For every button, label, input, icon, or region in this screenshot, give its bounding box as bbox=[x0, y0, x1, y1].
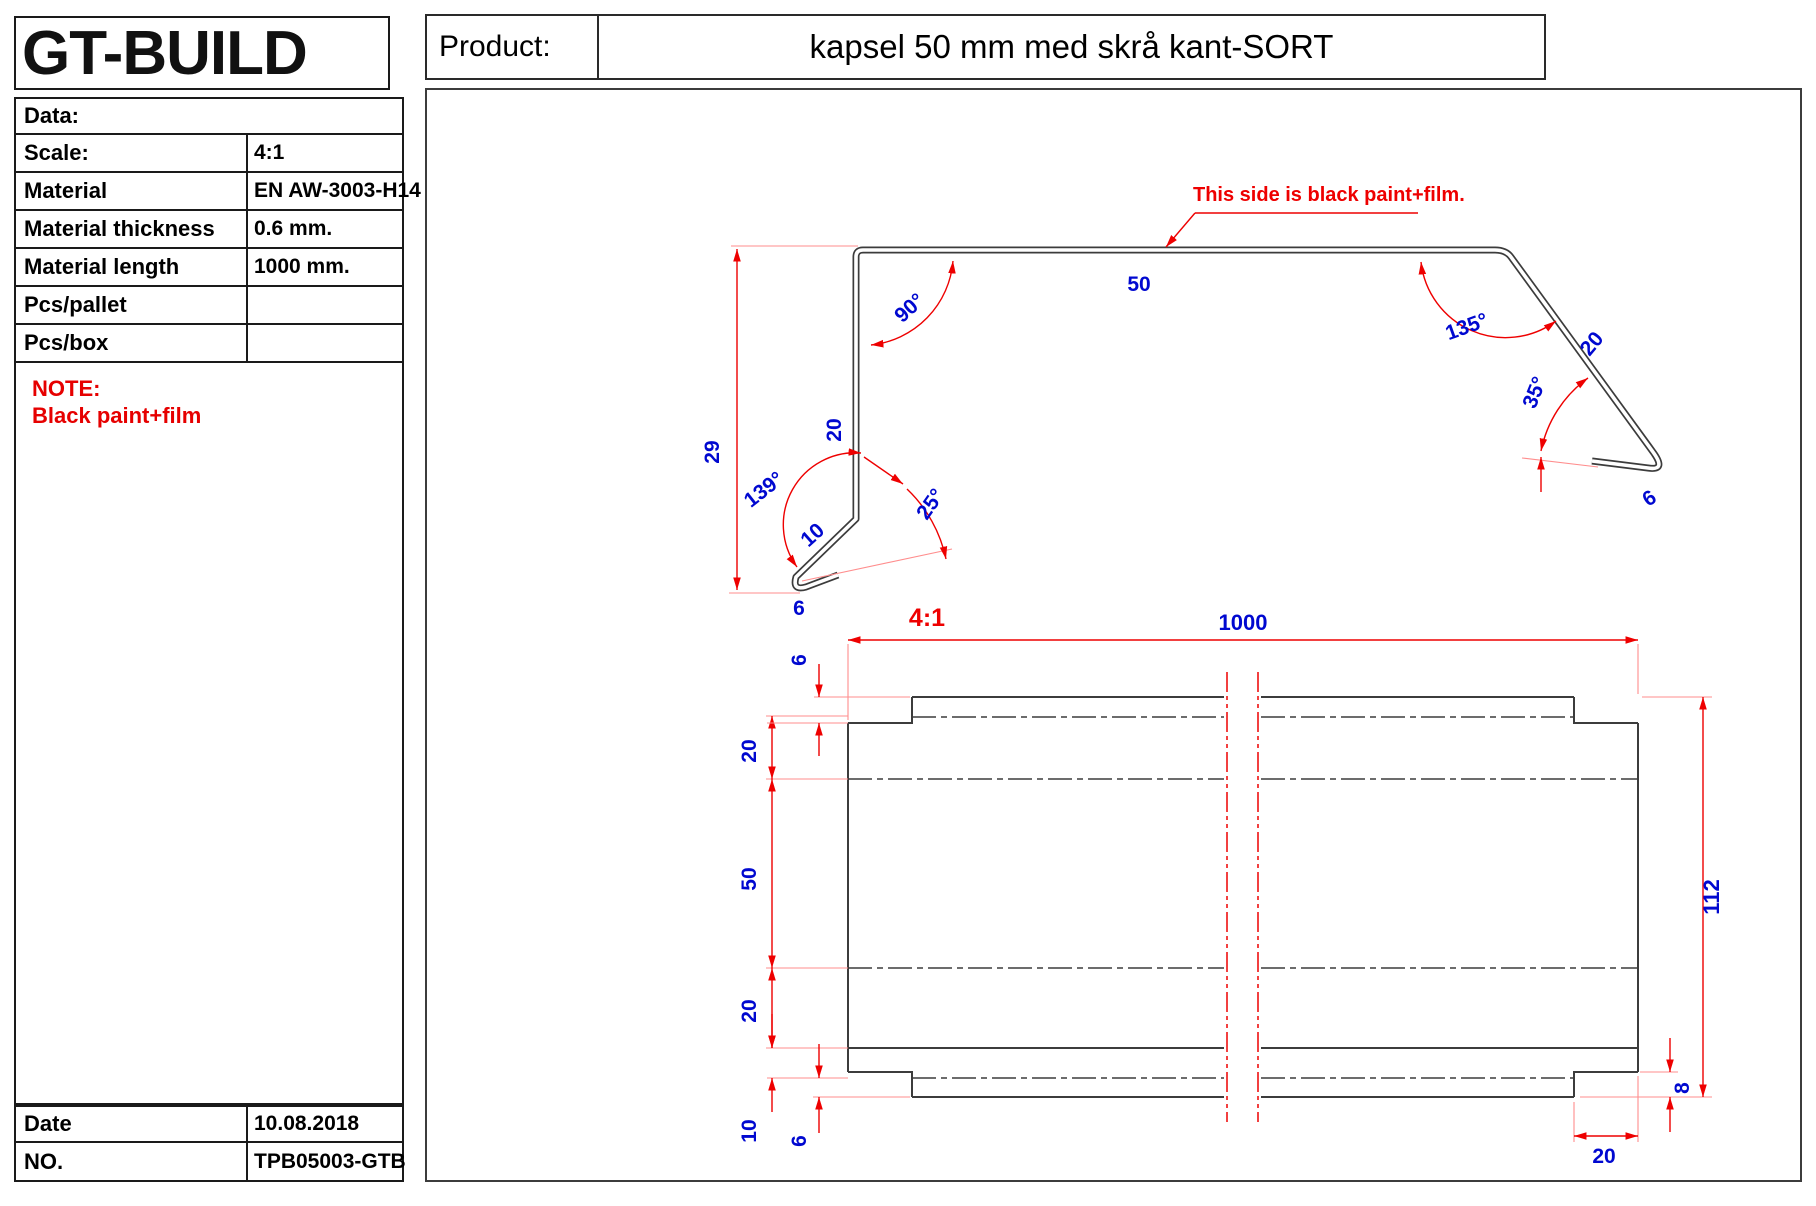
flat-dim-notch-8: 8 bbox=[1640, 1038, 1694, 1132]
table-row-material: Material EN AW-3003-H14 bbox=[14, 173, 421, 211]
table-row-data: Data: bbox=[14, 97, 404, 135]
row-value: 4:1 bbox=[246, 135, 404, 171]
dim-label-notch-20: 20 bbox=[1592, 1145, 1615, 1168]
dim-label-leg-20: 20 bbox=[823, 418, 846, 441]
dim-label-top-50: 50 bbox=[1127, 273, 1150, 296]
leader-note: This side is black paint+film. bbox=[1165, 184, 1465, 248]
row-value bbox=[246, 287, 404, 323]
profile-view: 29 90° 139° 25° 135° bbox=[701, 184, 1663, 632]
flat-dim-notch-20: 20 bbox=[1573, 1076, 1639, 1168]
flat-pattern-view: 1000 20 50 20 6 bbox=[738, 610, 1724, 1168]
dim-label-fold2-50: 50 bbox=[738, 867, 761, 890]
table-row-length: Material length 1000 mm. bbox=[14, 249, 404, 287]
flat-dim-chain-left: 20 50 20 bbox=[738, 715, 848, 1049]
company-logo: GT-BUILD bbox=[14, 16, 390, 90]
table-row-no: NO. TPB05003-GTB bbox=[14, 1143, 406, 1182]
dim-label-112: 112 bbox=[1699, 879, 1724, 915]
note-text: Black paint+film bbox=[32, 403, 202, 428]
leader-note-text: This side is black paint+film. bbox=[1193, 184, 1465, 206]
row-value bbox=[246, 325, 404, 361]
product-header: Product: kapsel 50 mm med skrå kant-SORT bbox=[425, 14, 1546, 80]
flat-dim-bottom-10: 10 bbox=[738, 1014, 848, 1143]
row-label: Material thickness bbox=[24, 216, 215, 241]
profile-sheet-outline bbox=[791, 246, 1663, 592]
row-value: 10.08.2018 bbox=[246, 1107, 404, 1141]
profile-angle-25: 25° bbox=[801, 456, 953, 582]
table-row-thickness: Material thickness 0.6 mm. bbox=[14, 211, 404, 249]
flat-dim-length: 1000 bbox=[847, 610, 1639, 720]
profile-angle-135: 135° bbox=[1418, 261, 1557, 345]
row-label: Data: bbox=[24, 103, 80, 128]
flat-dim-top-6: 6 bbox=[767, 654, 910, 756]
row-label: NO. bbox=[24, 1148, 64, 1174]
table-row-pcs-box: Pcs/box bbox=[14, 325, 404, 363]
dim-label-hem-6-right: 6 bbox=[1638, 486, 1660, 512]
flat-bend-lines bbox=[848, 716, 1638, 1079]
row-label: Pcs/box bbox=[24, 330, 109, 355]
profile-angle-139: 139° bbox=[740, 448, 862, 568]
flat-break-lines bbox=[1226, 672, 1259, 1122]
profile-angle-90: 90° bbox=[870, 260, 956, 348]
dim-label-bottom-6: 6 bbox=[788, 1135, 811, 1147]
flat-dim-width: 112 bbox=[1580, 696, 1724, 1098]
dim-label-29: 29 bbox=[701, 440, 724, 463]
profile-angle-35: 35° bbox=[1518, 374, 1599, 492]
note-box: NOTE: Black paint+film bbox=[14, 363, 404, 1105]
dim-label-fold4-10: 10 bbox=[738, 1119, 761, 1142]
dim-label-25deg: 25° bbox=[912, 485, 949, 524]
row-value: TPB05003-GTB bbox=[246, 1143, 406, 1180]
table-row-pcs-pallet: Pcs/pallet bbox=[14, 287, 404, 325]
row-label: Scale: bbox=[24, 140, 89, 165]
dim-label-notch-8: 8 bbox=[1671, 1082, 1694, 1094]
row-label: Material bbox=[24, 178, 108, 203]
row-label: Date bbox=[24, 1111, 72, 1136]
table-row-scale: Scale: 4:1 bbox=[14, 135, 404, 173]
note-title: NOTE: bbox=[32, 376, 101, 401]
view-scale-note: 4:1 bbox=[909, 604, 945, 632]
dim-label-35deg: 35° bbox=[1518, 374, 1551, 412]
drawing-frame bbox=[425, 88, 1802, 1182]
product-name: kapsel 50 mm med skrå kant-SORT bbox=[809, 28, 1334, 65]
dim-label-1000: 1000 bbox=[1219, 610, 1268, 635]
flat-dim-bottom-6: 6 bbox=[788, 1044, 910, 1147]
dim-label-139deg: 139° bbox=[740, 467, 788, 512]
profile-dim-height: 29 bbox=[701, 245, 858, 594]
dim-label-fold3-20: 20 bbox=[738, 999, 761, 1022]
profile-sheet-inner bbox=[793, 248, 1661, 590]
row-value: 0.6 mm. bbox=[246, 211, 404, 247]
flat-outline bbox=[847, 696, 1639, 1098]
header-divider bbox=[597, 16, 599, 78]
dim-label-fold1-20: 20 bbox=[738, 739, 761, 762]
dim-label-top-6: 6 bbox=[788, 654, 811, 666]
dim-label-135deg: 135° bbox=[1442, 309, 1491, 345]
product-label: Product: bbox=[439, 30, 551, 63]
row-label: Pcs/pallet bbox=[24, 292, 127, 317]
company-logo-text: GT-BUILD bbox=[22, 18, 308, 88]
row-label: Material length bbox=[24, 254, 180, 279]
row-value: EN AW-3003-H14 bbox=[246, 173, 421, 209]
dim-label-hem-6-left: 6 bbox=[793, 597, 805, 620]
row-value: 1000 mm. bbox=[246, 249, 404, 285]
table-row-date: Date 10.08.2018 bbox=[14, 1105, 404, 1143]
